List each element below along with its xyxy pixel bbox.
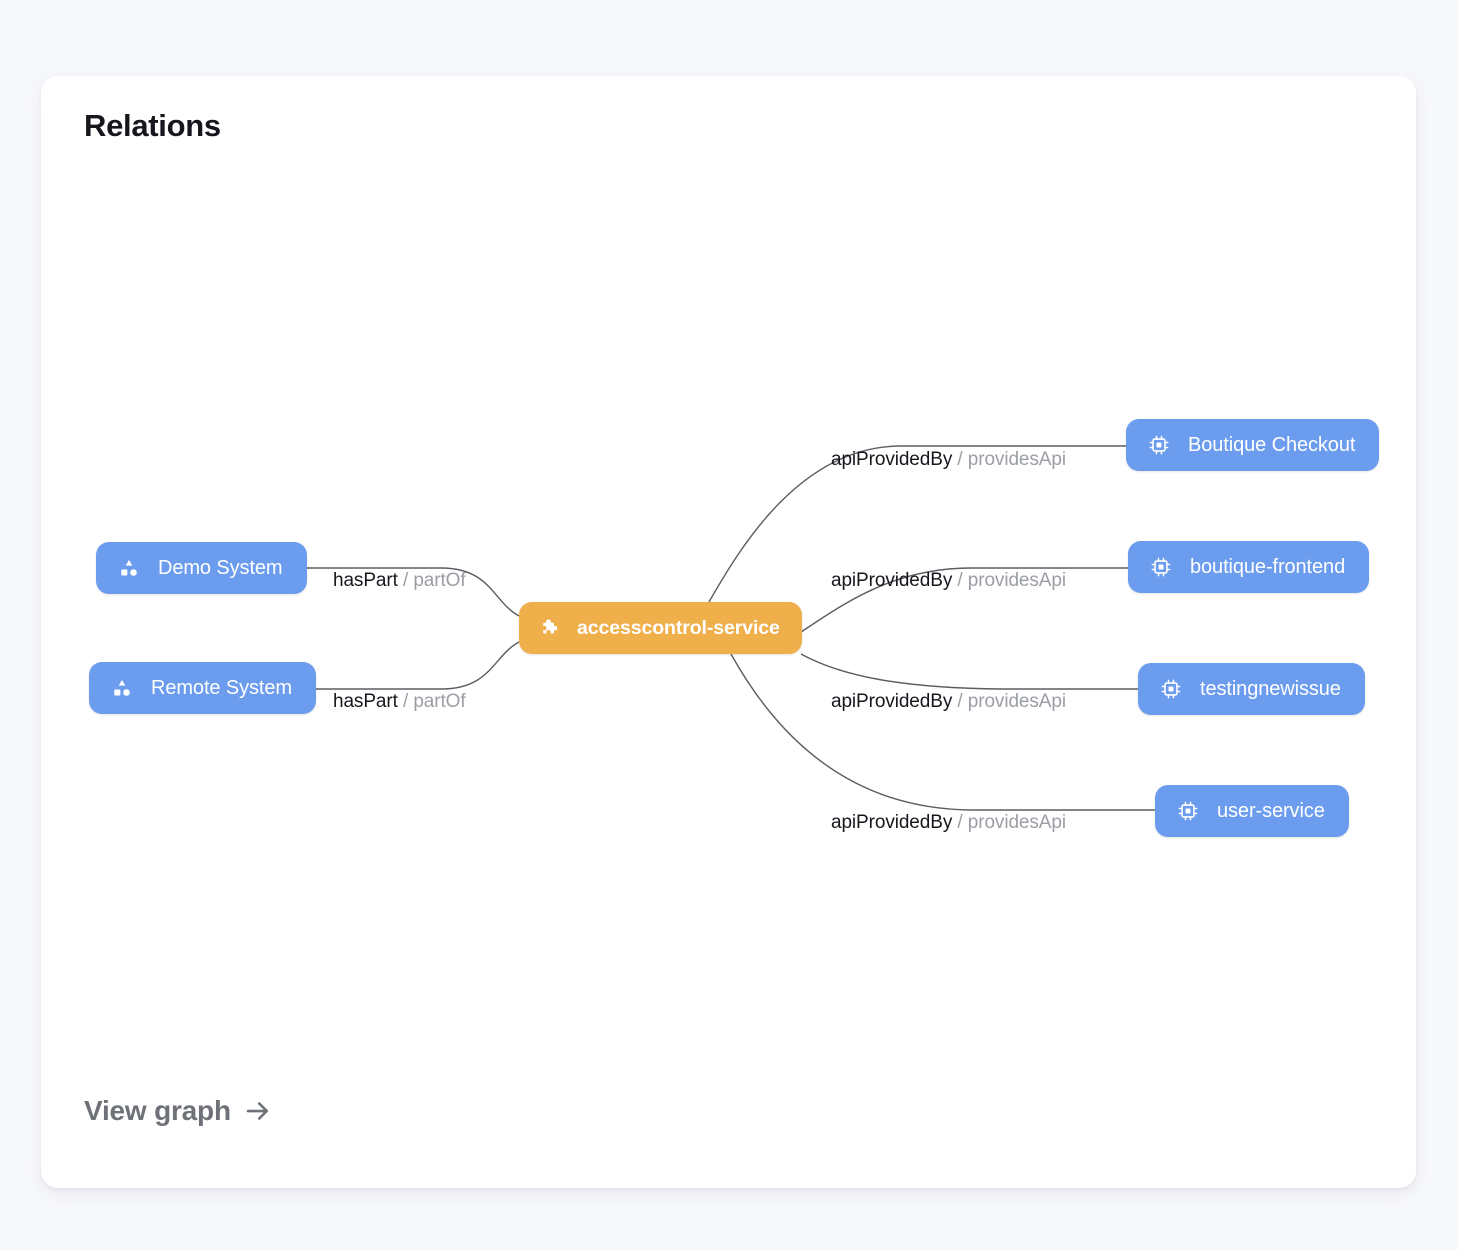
shapes-icon — [111, 677, 133, 699]
graph-node-boutique-frontend[interactable]: boutique-frontend — [1128, 541, 1370, 593]
edge-label-separator: / — [952, 449, 968, 470]
shapes-icon — [118, 557, 140, 579]
edge-label-forward: apiProvidedBy — [831, 449, 953, 470]
edge-label-separator: / — [397, 570, 414, 591]
arrow-right-icon — [243, 1096, 273, 1126]
graph-node-label: boutique-frontend — [1190, 555, 1346, 578]
graph-node-boutique-checkout[interactable]: Boutique Checkout — [1126, 419, 1380, 471]
edge-label-separator: / — [952, 570, 968, 591]
chip-icon — [1177, 800, 1199, 822]
graph-node-label: testingnewissue — [1200, 677, 1341, 700]
view-graph-link[interactable]: View graph — [84, 1095, 273, 1127]
graph-node-label: Demo System — [158, 556, 283, 579]
page-title: Relations — [84, 108, 221, 143]
edge-label-forward: apiProvidedBy — [831, 570, 953, 591]
graph-node-label: Remote System — [151, 676, 292, 699]
edge-label-separator: / — [952, 812, 968, 833]
chip-icon — [1148, 434, 1170, 456]
edge-label-apiprovidedby-testingnewissue: apiProvidedBy / providesApi — [831, 691, 1066, 713]
relations-card: Relations Demo System — [41, 76, 1416, 1188]
edge-label-haspart-remote-system: hasPart / partOf — [333, 691, 466, 713]
edge-label-apiprovidedby-user-service: apiProvidedBy / providesApi — [831, 812, 1066, 834]
edge-label-forward: hasPart — [333, 691, 398, 712]
chip-icon — [1160, 678, 1182, 700]
edge-label-haspart-demo-system: hasPart / partOf — [333, 570, 466, 592]
graph-node-remote-system[interactable]: Remote System — [89, 662, 316, 714]
edge-path-apiprovidedby-user-service — [730, 653, 1155, 811]
edge-label-separator: / — [397, 691, 414, 712]
edge-path-haspart-remote-system — [296, 641, 520, 690]
edge-label-apiprovidedby-boutique-checkout: apiProvidedBy / providesApi — [831, 449, 1066, 471]
edge-label-forward: hasPart — [333, 570, 398, 591]
chip-icon — [1150, 556, 1172, 578]
graph-node-label: user-service — [1217, 799, 1325, 822]
graph-node-demo-system[interactable]: Demo System — [96, 542, 307, 594]
graph-node-accesscontrol-service[interactable]: accesscontrol-service — [519, 602, 802, 654]
edge-label-reverse: providesApi — [967, 449, 1066, 470]
edge-label-forward: apiProvidedBy — [831, 812, 953, 833]
edge-label-separator: / — [952, 691, 968, 712]
view-graph-label: View graph — [84, 1095, 231, 1126]
graph-node-user-service[interactable]: user-service — [1155, 785, 1349, 837]
edge-label-forward: apiProvidedBy — [831, 691, 953, 712]
edge-label-apiprovidedby-boutique-frontend: apiProvidedBy / providesApi — [831, 570, 1066, 592]
graph-node-label: accesscontrol-service — [577, 616, 780, 639]
puzzle-piece-icon — [539, 617, 561, 639]
edge-path-apiprovidedby-testingnewissue — [800, 653, 1138, 690]
edge-label-reverse: partOf — [413, 691, 466, 712]
graph-node-testingnewissue[interactable]: testingnewissue — [1138, 663, 1365, 715]
edge-label-reverse: providesApi — [967, 691, 1066, 712]
edge-label-reverse: partOf — [413, 570, 466, 591]
edge-label-reverse: providesApi — [967, 570, 1066, 591]
edge-label-reverse: providesApi — [967, 812, 1066, 833]
graph-node-label: Boutique Checkout — [1188, 433, 1356, 456]
relations-graph[interactable]: Demo System Remote System accesscontrol-… — [41, 76, 1416, 1188]
